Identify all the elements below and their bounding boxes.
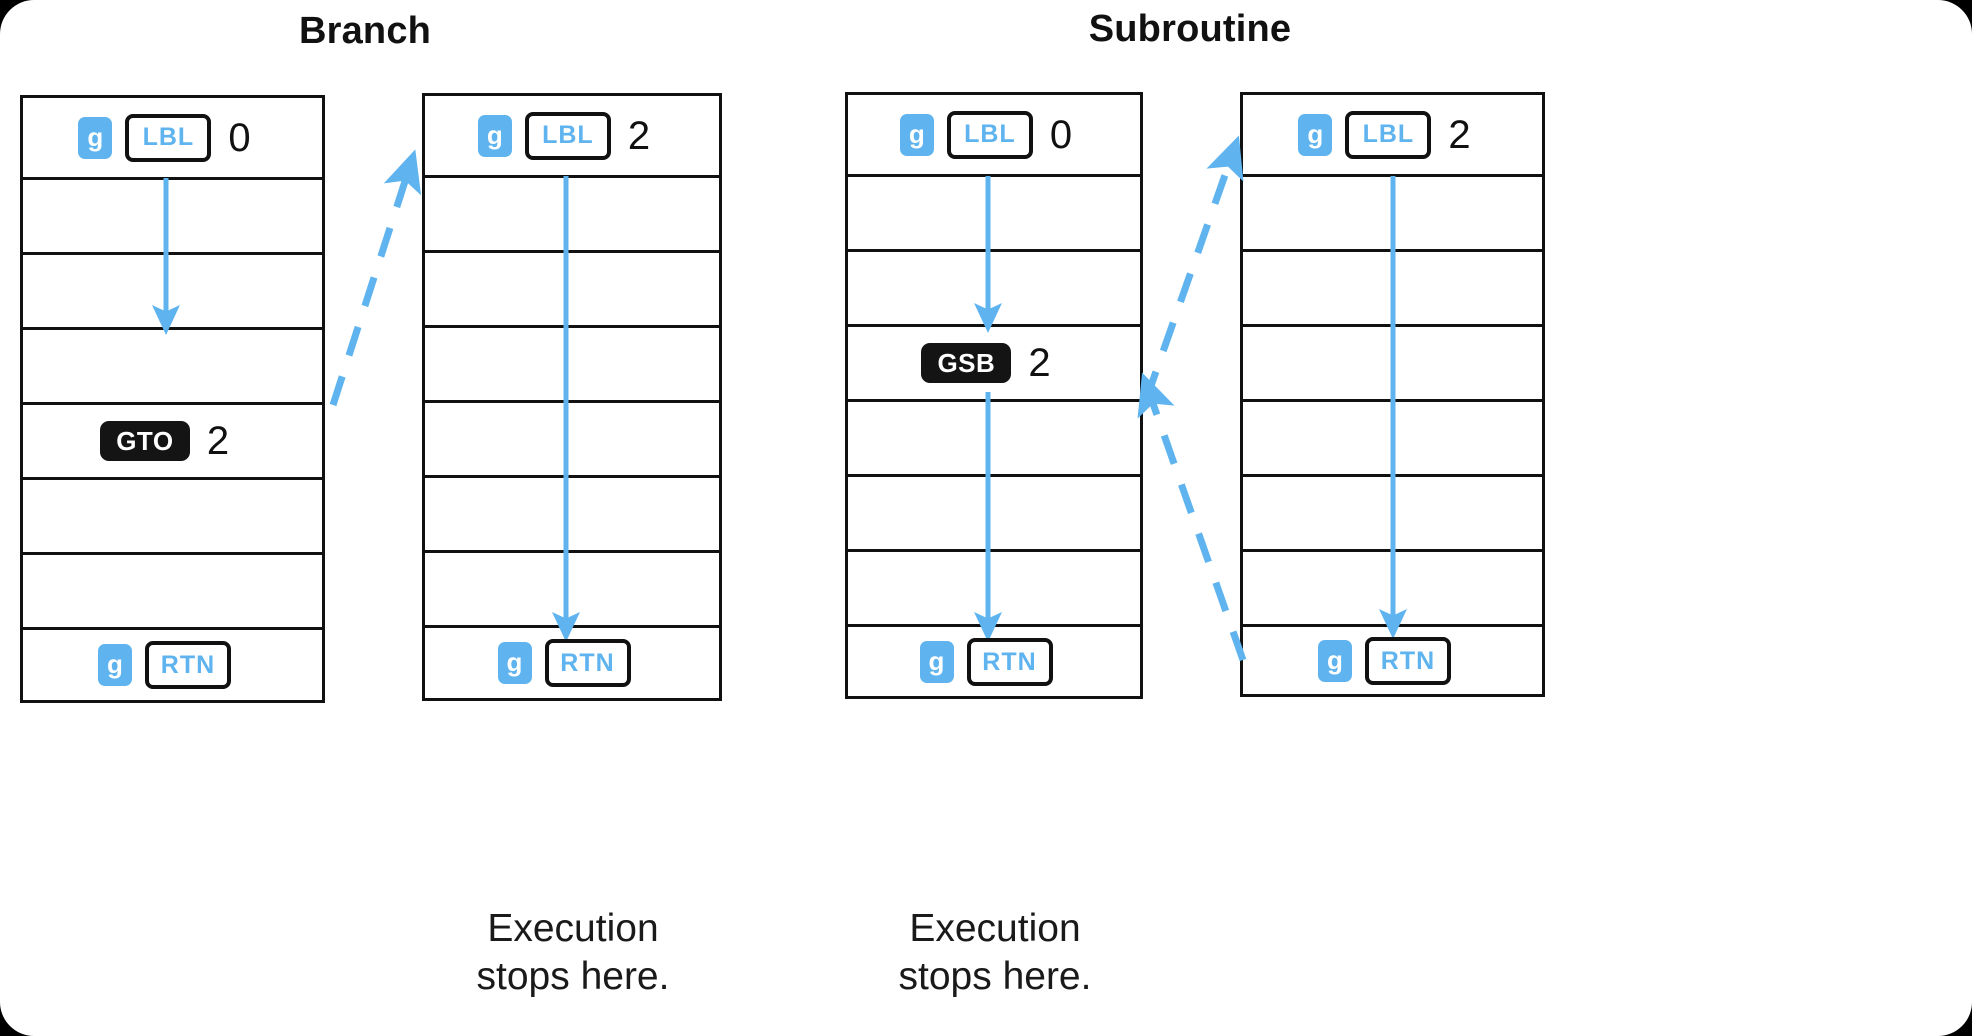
instruction-rtn: g RTN [919,638,1053,686]
g-prefix-key: g [899,113,934,156]
listing-row [1243,477,1542,552]
gsb-argument: 2 [1028,341,1051,385]
listing-row [848,252,1140,327]
listing-row: g LBL 0 [848,95,1140,177]
gto-key: GTO [99,421,190,461]
listing-row: g RTN [23,630,322,700]
lbl-key: LBL [946,110,1033,159]
listing-row: GTO 2 [23,405,322,480]
listing-row [425,553,719,628]
listing-row: GSB 2 [848,327,1140,402]
rtn-key: RTN [544,639,631,687]
instruction-lbl-2: g LBL 2 [1298,110,1471,159]
g-prefix-key: g [1318,640,1352,682]
instruction-lbl-2: g LBL 2 [477,111,651,160]
g-prefix-key: g [497,642,532,684]
caption-execution-stops-subroutine: Execution stops here. [898,907,1092,998]
panel-title-subroutine: Subroutine [1088,8,1292,50]
g-prefix-key: g [1298,113,1333,156]
gto-argument: 2 [206,419,230,463]
listing-row [425,178,719,253]
listing-row [425,403,719,478]
listing-row [23,555,322,630]
lbl-key: LBL [125,113,212,162]
label-argument: 0 [1049,112,1073,157]
listing-row [848,402,1140,477]
instruction-lbl-0: g LBL 0 [78,113,251,162]
g-prefix-key: g [477,114,512,157]
listing-row: g LBL 2 [425,96,719,178]
listing-row [1243,177,1542,252]
subroutine-return-arrow [1137,372,1247,662]
branch-goto-jump-arrow [329,149,422,407]
instruction-gto-2: GTO 2 [99,419,230,463]
listing-row [1243,327,1542,402]
listing-row [23,180,322,255]
listing-row: g RTN [1243,627,1542,695]
lbl-key: LBL [1345,110,1432,159]
listing-row [23,255,322,330]
listing-row [23,330,322,405]
listing-row [848,552,1140,627]
g-prefix-key: g [78,116,113,159]
listing-row [848,177,1140,252]
listing-row [1243,252,1542,327]
listing-row: g LBL 0 [23,98,322,180]
program-listing-branch-main: g LBL 0 GTO 2 g RTN [20,95,325,703]
instruction-gsb-2: GSB 2 [921,341,1051,385]
program-listing-branch-target: g LBL 2 g RTN [422,93,722,701]
rtn-key: RTN [1365,637,1451,685]
rtn-key: RTN [966,638,1053,686]
program-listing-subroutine-main: g LBL 0 GSB 2 g RTN [845,92,1143,699]
listing-row [1243,402,1542,477]
label-argument: 0 [228,115,251,160]
program-listing-subroutine-called: g LBL 2 g RTN [1240,92,1545,697]
g-prefix-key: g [919,641,954,683]
listing-row: g LBL 2 [1243,95,1542,177]
listing-row [425,253,719,328]
listing-row [848,477,1140,552]
label-argument: 2 [1448,112,1471,157]
instruction-lbl-0: g LBL 0 [899,110,1073,159]
listing-row: g RTN [848,627,1140,697]
subroutine-gsb-call-arrow [1142,135,1244,402]
listing-row [23,480,322,555]
listing-row [1243,552,1542,627]
instruction-rtn: g RTN [497,639,631,687]
listing-row [425,478,719,553]
instruction-rtn: g RTN [98,641,231,689]
rtn-key: RTN [145,641,231,689]
gsb-key: GSB [921,343,1012,383]
panel-title-branch: Branch [298,10,432,52]
listing-row: g RTN [425,628,719,698]
label-argument: 2 [627,113,651,158]
caption-execution-stops-branch: Execution stops here. [476,907,670,998]
g-prefix-key: g [98,644,132,686]
listing-row [425,328,719,403]
instruction-rtn: g RTN [1318,637,1451,685]
lbl-key: LBL [524,111,611,160]
